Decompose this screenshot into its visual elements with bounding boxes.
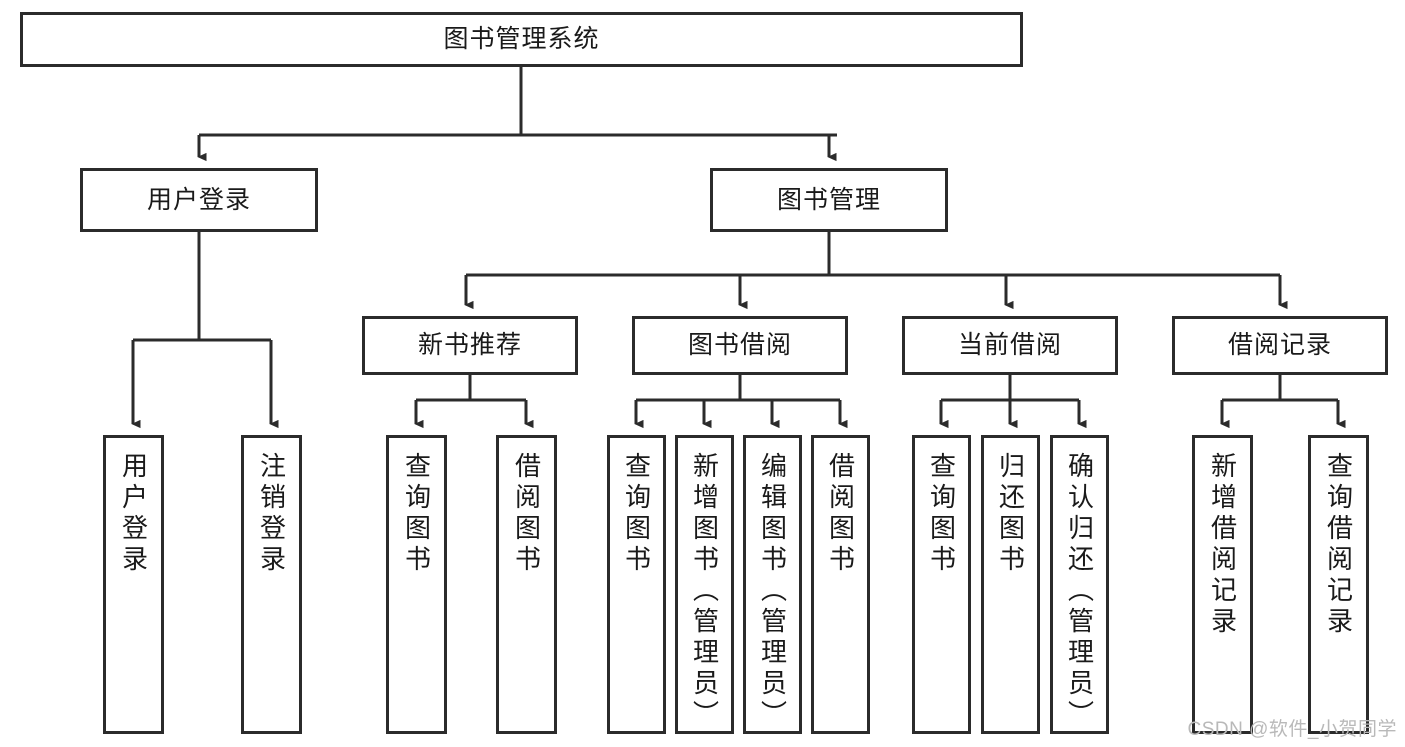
leaf-add-book-admin[interactable]: 新增图书（管理员）	[675, 435, 734, 734]
node-label: 归还图书	[995, 452, 1026, 576]
node-new-book-recommend[interactable]: 新书推荐	[362, 316, 578, 375]
leaf-query-book-recommend[interactable]: 查询图书	[386, 435, 447, 734]
node-label: 图书借阅	[687, 331, 792, 359]
node-label: 编辑图书（管理员）	[757, 452, 788, 731]
leaf-query-book-borrow[interactable]: 查询图书	[607, 435, 666, 734]
leaf-query-borrow-record[interactable]: 查询借阅记录	[1308, 435, 1369, 734]
node-label: 图书管理系统	[443, 25, 600, 53]
leaf-query-book-current[interactable]: 查询图书	[912, 435, 971, 734]
node-label: 借阅记录	[1227, 331, 1332, 359]
node-label: 新增借阅记录	[1207, 452, 1238, 638]
node-label: 图书管理	[776, 185, 881, 214]
node-label: 确认归还（管理员）	[1064, 452, 1095, 731]
node-borrow-record[interactable]: 借阅记录	[1172, 316, 1388, 375]
node-label: 借阅图书	[511, 452, 542, 576]
node-label: 当前借阅	[957, 331, 1062, 359]
node-current-borrow[interactable]: 当前借阅	[902, 316, 1118, 375]
node-label: 用户登录	[118, 452, 149, 576]
node-label: 用户登录	[146, 185, 251, 214]
node-label: 查询图书	[401, 452, 432, 576]
node-user-login[interactable]: 用户登录	[80, 168, 318, 232]
leaf-edit-book-admin[interactable]: 编辑图书（管理员）	[743, 435, 802, 734]
node-label: 借阅图书	[825, 452, 856, 576]
node-label: 查询图书	[926, 452, 957, 576]
leaf-return-book[interactable]: 归还图书	[981, 435, 1040, 734]
node-label: 新增图书（管理员）	[689, 452, 720, 731]
node-book-management[interactable]: 图书管理	[710, 168, 948, 232]
leaf-borrow-book[interactable]: 借阅图书	[811, 435, 870, 734]
leaf-confirm-return-admin[interactable]: 确认归还（管理员）	[1050, 435, 1109, 734]
leaf-add-borrow-record[interactable]: 新增借阅记录	[1192, 435, 1253, 734]
node-label: 查询借阅记录	[1323, 452, 1354, 638]
node-root-book-management-system[interactable]: 图书管理系统	[20, 12, 1023, 67]
node-label: 查询图书	[621, 452, 652, 576]
node-book-borrow[interactable]: 图书借阅	[632, 316, 848, 375]
leaf-borrow-book-recommend[interactable]: 借阅图书	[496, 435, 557, 734]
leaf-logout-login[interactable]: 注销登录	[241, 435, 302, 734]
node-label: 注销登录	[256, 452, 287, 576]
watermark: CSDN @软件_小贺同学	[1187, 719, 1397, 740]
leaf-user-login[interactable]: 用户登录	[103, 435, 164, 734]
node-label: 新书推荐	[417, 331, 522, 359]
